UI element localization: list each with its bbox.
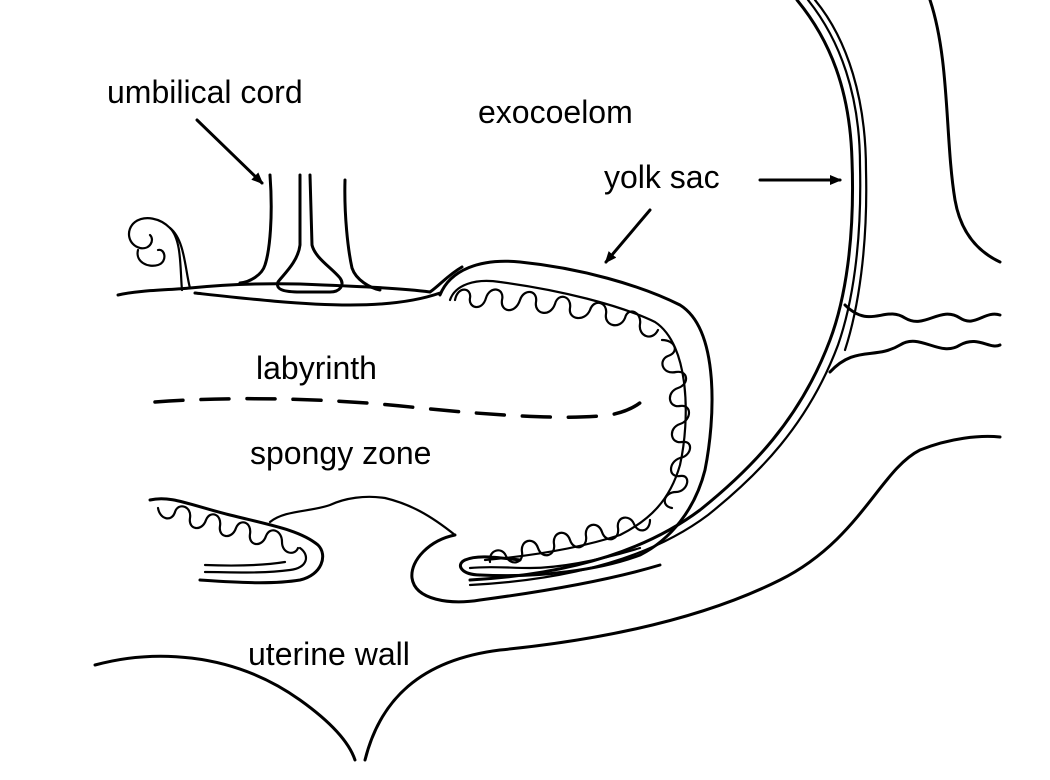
spongy-zone-outline <box>268 495 457 537</box>
umbilical-cord-arrow <box>195 118 264 185</box>
label-spongy-zone: spongy zone <box>250 435 431 471</box>
label-labyrinth: labyrinth <box>256 350 377 386</box>
labyrinth-boundary <box>153 390 652 419</box>
yolk-sac-drawing <box>410 259 714 604</box>
wavy-tissue <box>828 303 1002 374</box>
label-yolk-sac: yolk sac <box>604 159 720 195</box>
chorionic-plate <box>116 217 464 307</box>
uterine-wall-outline <box>93 434 1002 762</box>
outer-membranes <box>468 0 1002 587</box>
label-exocoelom: exocoelom <box>478 94 633 130</box>
yolk-sac-pointer-arrow <box>604 208 652 264</box>
umbilical-cord-drawing <box>238 173 382 294</box>
label-umbilical-cord: umbilical cord <box>107 74 303 110</box>
label-uterine-wall: uterine wall <box>248 636 410 672</box>
left-villus-fragment <box>148 497 324 585</box>
